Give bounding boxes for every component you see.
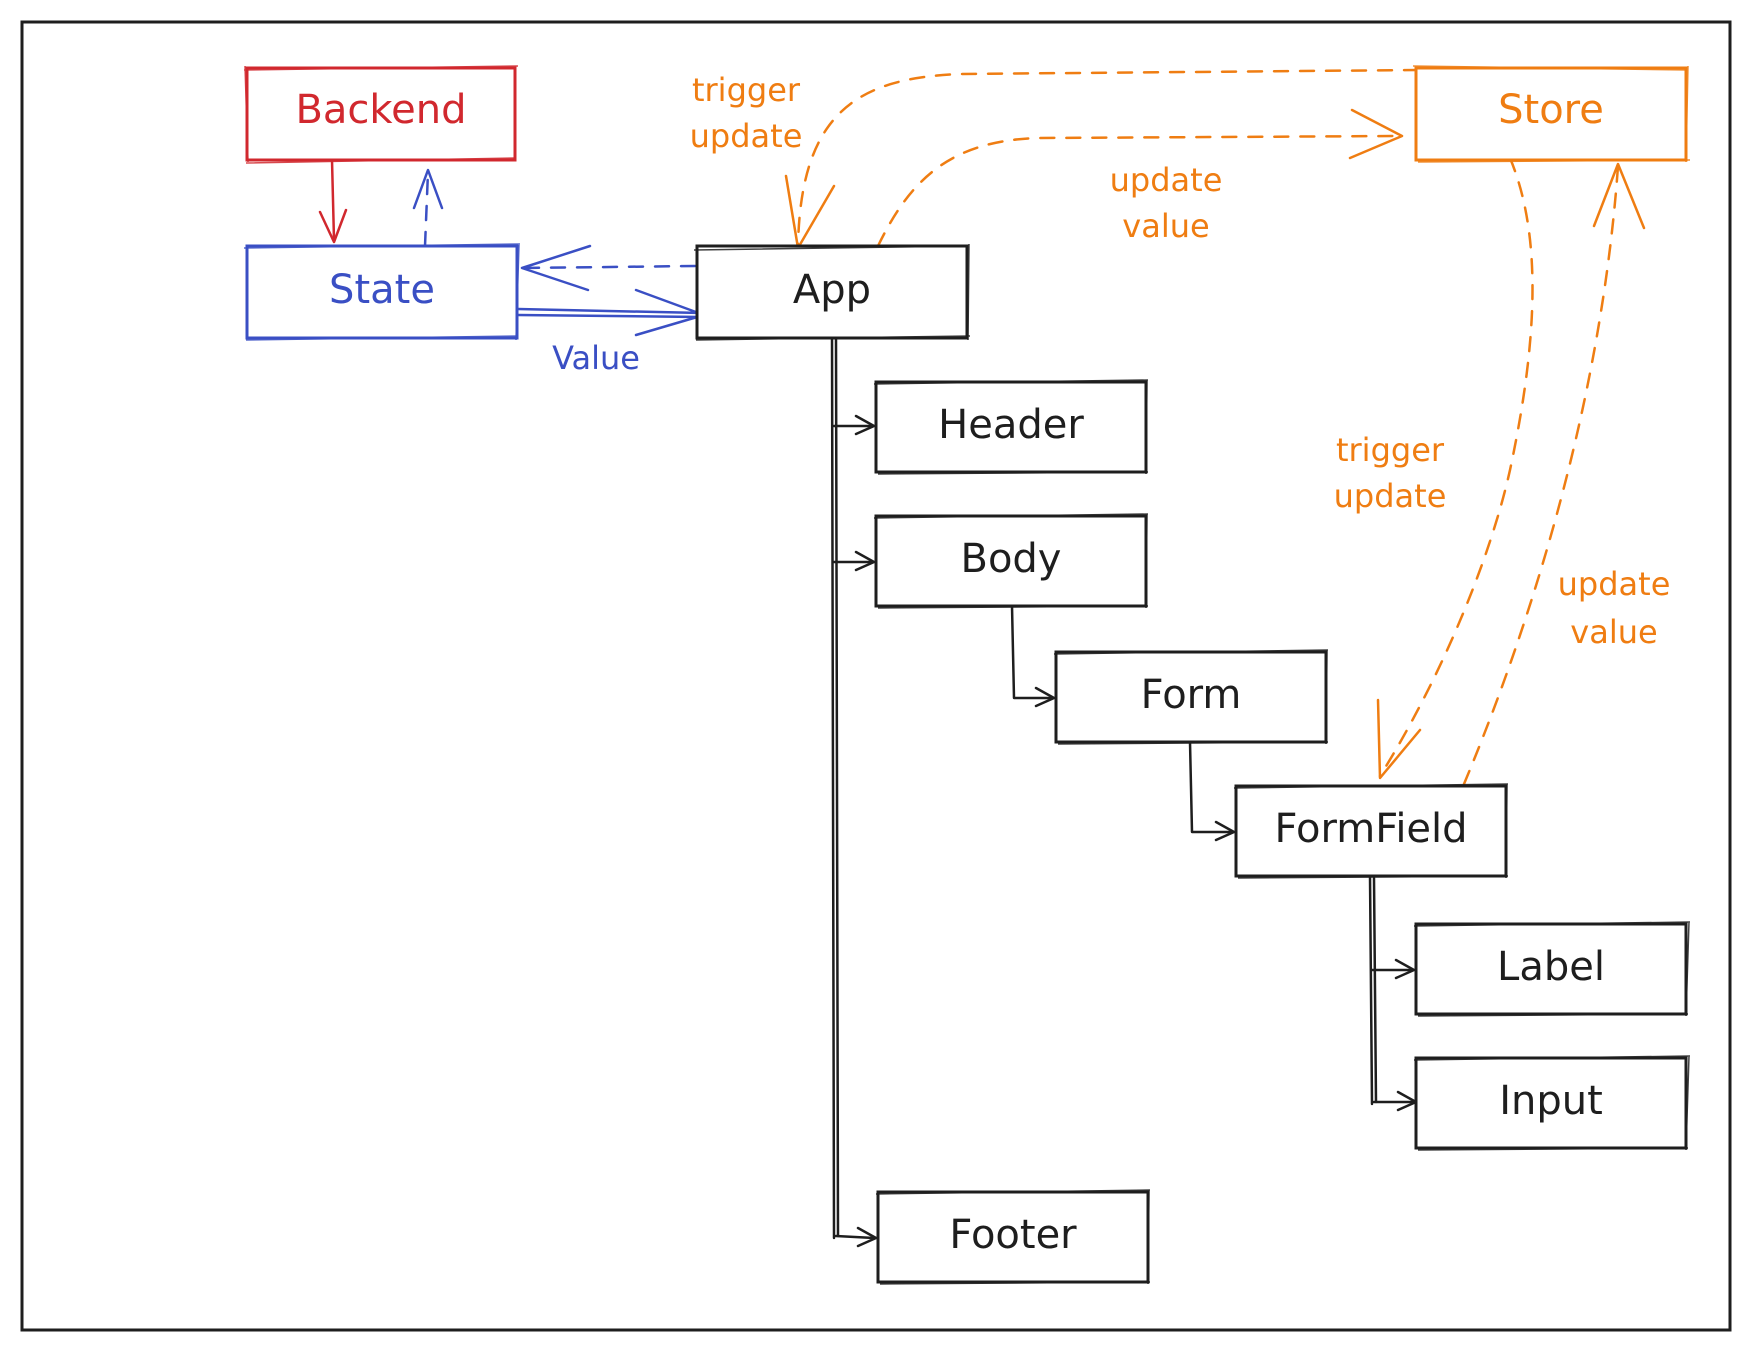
edge-app-to-body <box>832 550 876 572</box>
node-state-label: State <box>329 267 435 313</box>
edge-app-to-state <box>520 244 697 292</box>
node-state: State <box>243 243 521 341</box>
edge-label-line: value <box>1570 613 1657 651</box>
node-header-label: Header <box>938 402 1084 448</box>
node-app-label: App <box>793 267 871 313</box>
node-formfield-label: FormField <box>1274 806 1467 852</box>
node-form-label: Form <box>1141 672 1242 718</box>
node-header: Header <box>873 379 1149 475</box>
edge-label-line: update <box>1110 161 1223 199</box>
edge-formfield-to-label <box>1370 958 1416 980</box>
edge-store-to-formfield <box>1376 156 1534 780</box>
edge-app-to-header <box>832 414 876 436</box>
edge-label-line: trigger <box>692 71 801 109</box>
node-backend: Backend <box>243 65 519 164</box>
node-label: Label <box>1413 921 1691 1017</box>
edge-app-tree-trunk <box>830 334 840 1240</box>
edge-form-to-formfield <box>1188 740 1236 842</box>
node-input-label: Input <box>1499 1078 1603 1124</box>
node-form: Form <box>1053 649 1329 745</box>
edge-formfield-to-store <box>1462 162 1646 786</box>
node-backend-label: Backend <box>295 87 466 133</box>
edge-label-line: trigger <box>1336 431 1445 469</box>
edge-formfield-trunk <box>1368 874 1378 1106</box>
edge-app-to-footer <box>834 1226 878 1248</box>
edge-label-field-trigger-update: trigger update <box>1334 431 1447 515</box>
edge-label-state-value: Value <box>552 339 640 377</box>
edge-backend-to-state <box>318 158 348 244</box>
edge-label-app-update-value: update value <box>1110 161 1223 245</box>
node-store: Store <box>1412 65 1691 163</box>
edge-label-line: update <box>1334 477 1447 515</box>
node-label-label: Label <box>1497 944 1605 990</box>
node-footer-label: Footer <box>949 1212 1077 1258</box>
edge-state-to-backend <box>412 168 444 248</box>
edge-label-line: update <box>1558 565 1671 603</box>
edge-label-app-trigger-update: trigger update <box>690 71 803 155</box>
node-store-label: Store <box>1498 87 1604 133</box>
edge-app-to-store <box>876 108 1404 248</box>
edge-label-field-update-value: update value <box>1558 565 1671 651</box>
edge-label-line: value <box>1122 207 1209 245</box>
node-app: App <box>693 243 971 341</box>
edge-label-line: Value <box>552 339 640 377</box>
node-footer: Footer <box>875 1189 1151 1285</box>
node-input: Input <box>1413 1055 1691 1151</box>
node-body: Body <box>873 513 1149 609</box>
node-formfield: FormField <box>1233 783 1509 879</box>
edge-body-to-form <box>1010 604 1056 708</box>
edge-label-line: update <box>690 117 803 155</box>
node-body-label: Body <box>961 536 1062 582</box>
